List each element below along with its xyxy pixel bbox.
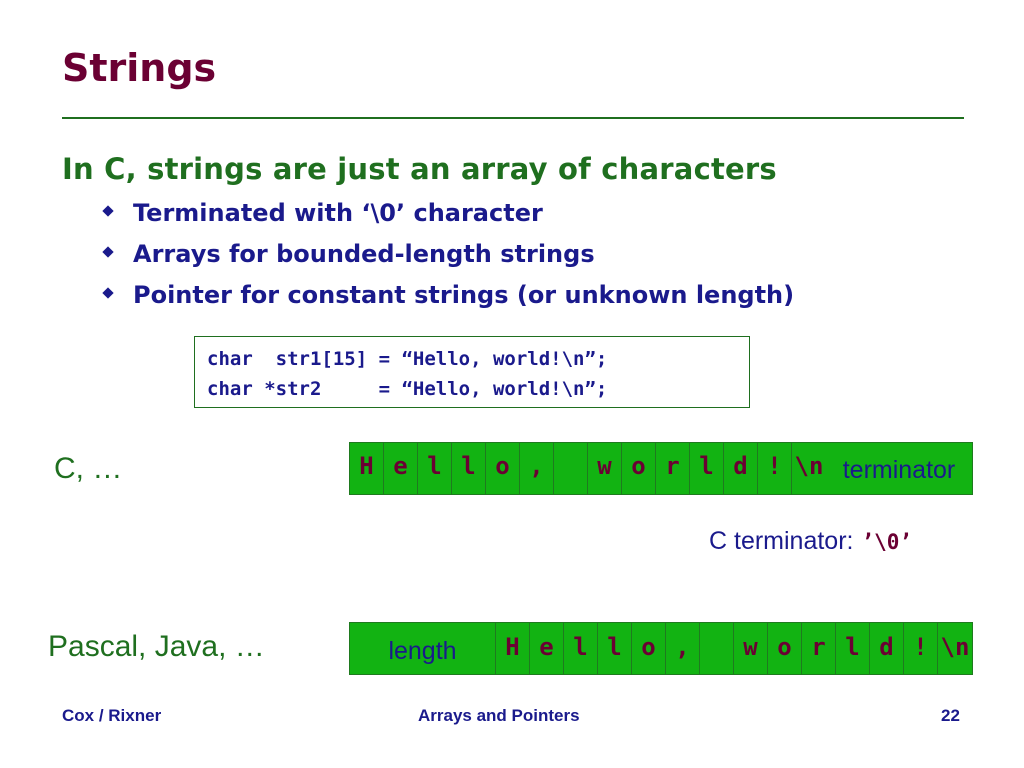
char-cell: d bbox=[870, 623, 904, 674]
char-cell: d bbox=[724, 443, 758, 494]
char-cell: r bbox=[802, 623, 836, 674]
char-cell: r bbox=[656, 443, 690, 494]
code-line-2: char *str2 = “Hello, world!\n”; bbox=[207, 378, 608, 400]
char-cell: l bbox=[598, 623, 632, 674]
char-cell: o bbox=[486, 443, 520, 494]
char-cell: H bbox=[496, 623, 530, 674]
char-cell: l bbox=[690, 443, 724, 494]
length-cell: length bbox=[350, 623, 496, 674]
pascal-java-label: Pascal, Java, … bbox=[48, 630, 265, 663]
char-cell bbox=[554, 443, 588, 494]
char-cell: l bbox=[564, 623, 598, 674]
bullet-text: Terminated with ‘\0’ character bbox=[133, 199, 543, 227]
footer-topic: Arrays and Pointers bbox=[418, 706, 580, 725]
terminator-cell: terminator bbox=[842, 456, 956, 484]
main-point: In C, strings are just an array of chara… bbox=[62, 152, 777, 186]
char-cell: l bbox=[836, 623, 870, 674]
char-cell bbox=[700, 623, 734, 674]
char-cell: \n bbox=[940, 632, 970, 661]
diamond-bullet-icon bbox=[102, 246, 114, 258]
char-cell: w bbox=[734, 623, 768, 674]
code-line-1: char str1[15] = “Hello, world!\n”; bbox=[207, 348, 608, 370]
slide-title: Strings bbox=[62, 46, 217, 90]
char-cell: H bbox=[350, 443, 384, 494]
terminator-note-code: ’\0’ bbox=[861, 530, 913, 554]
char-cell: o bbox=[622, 443, 656, 494]
char-cell: ! bbox=[904, 623, 938, 674]
bullet-item: Terminated with ‘\0’ character bbox=[102, 199, 543, 227]
title-divider bbox=[62, 117, 964, 119]
diamond-bullet-icon bbox=[102, 205, 114, 217]
bullet-text: Arrays for bounded-length strings bbox=[133, 240, 595, 268]
char-cell: \n bbox=[794, 451, 824, 480]
terminator-note-label: C terminator: bbox=[709, 527, 854, 555]
char-cell: , bbox=[666, 623, 700, 674]
diamond-bullet-icon bbox=[102, 287, 114, 299]
code-box: char str1[15] = “Hello, world!\n”; char *… bbox=[194, 336, 750, 408]
terminator-note: C terminator: ’\0’ bbox=[709, 527, 912, 556]
char-cell: e bbox=[530, 623, 564, 674]
char-cell: l bbox=[418, 443, 452, 494]
char-cell: , bbox=[520, 443, 554, 494]
page-number: 22 bbox=[941, 706, 960, 725]
char-cell: w bbox=[588, 443, 622, 494]
bullet-item: Pointer for constant strings (or unknown… bbox=[102, 281, 795, 309]
char-cell: ! bbox=[758, 443, 792, 494]
char-cell: o bbox=[632, 623, 666, 674]
c-label: C, … bbox=[54, 452, 123, 485]
footer-authors: Cox / Rixner bbox=[62, 706, 162, 725]
char-cell: l bbox=[452, 443, 486, 494]
bullet-item: Arrays for bounded-length strings bbox=[102, 240, 595, 268]
bullet-text: Pointer for constant strings (or unknown… bbox=[133, 281, 795, 309]
c-string-layout: H e l l o , w o r l d ! \n terminator bbox=[349, 442, 973, 495]
char-cell: o bbox=[768, 623, 802, 674]
char-cell: e bbox=[384, 443, 418, 494]
pascal-string-layout: length H e l l o , w o r l d ! \n bbox=[349, 622, 973, 675]
